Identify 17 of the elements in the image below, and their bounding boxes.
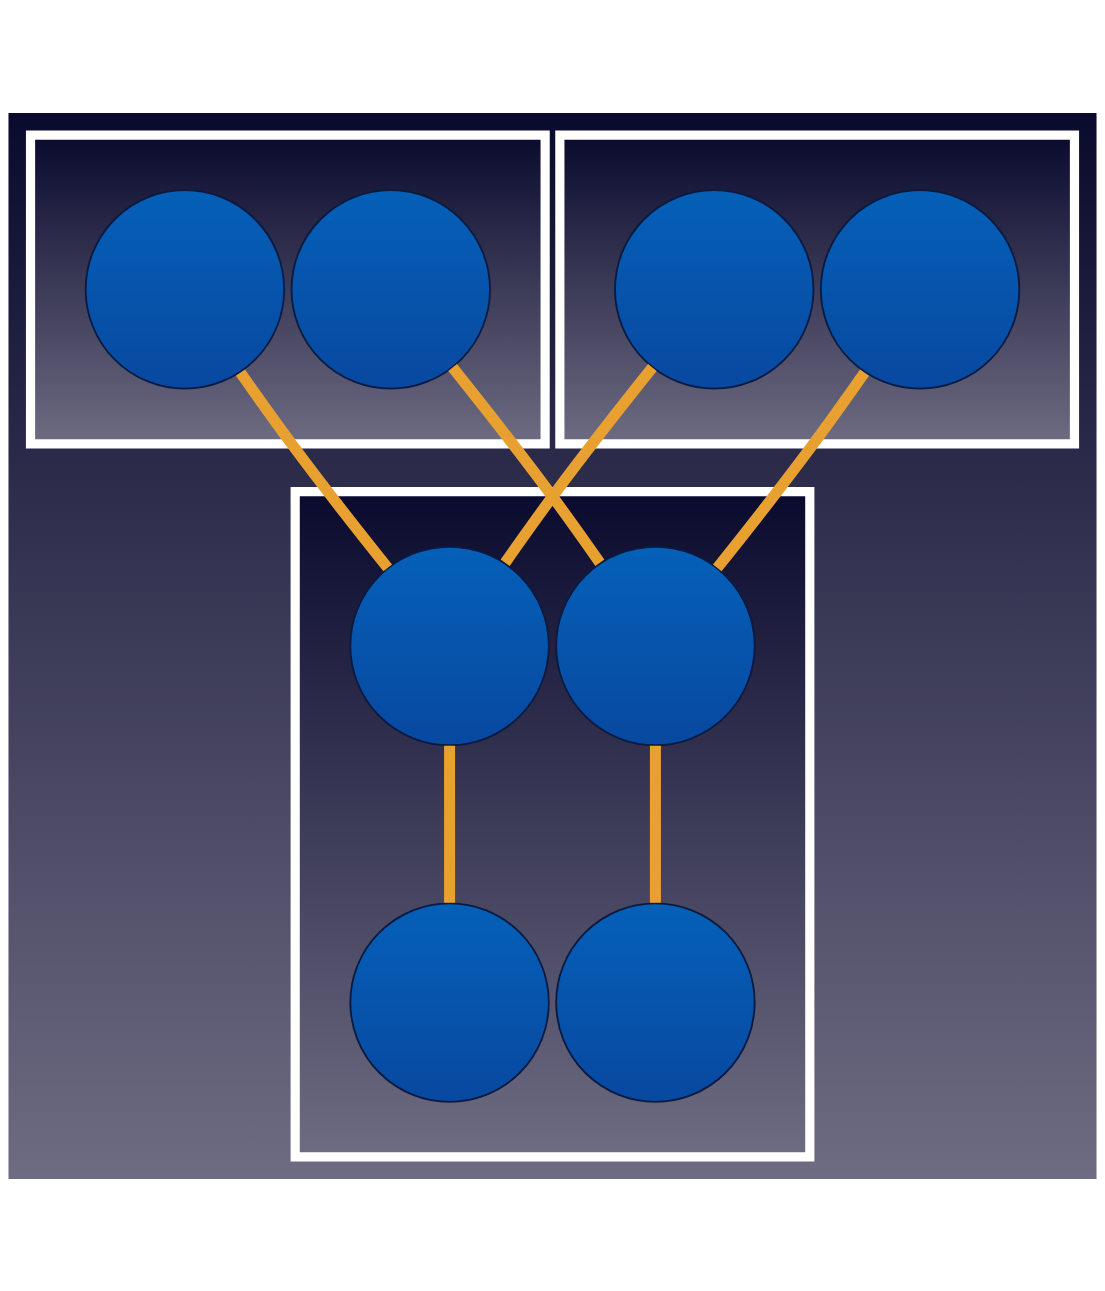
node-circle bbox=[349, 545, 550, 746]
connector bbox=[712, 369, 870, 571]
connector bbox=[500, 363, 657, 566]
node-circle bbox=[819, 188, 1021, 390]
node-circle bbox=[555, 901, 756, 1103]
connector bbox=[235, 369, 393, 571]
node-circle bbox=[84, 188, 286, 390]
connector bbox=[649, 745, 661, 903]
node-circle bbox=[349, 901, 550, 1103]
node-circle bbox=[614, 188, 815, 390]
cluster bbox=[290, 486, 815, 1162]
node-circle bbox=[555, 545, 756, 746]
node-circle bbox=[290, 188, 491, 390]
cluster bbox=[555, 129, 1080, 448]
connector bbox=[444, 745, 456, 903]
cluster bbox=[25, 129, 550, 448]
connector bbox=[448, 363, 605, 566]
